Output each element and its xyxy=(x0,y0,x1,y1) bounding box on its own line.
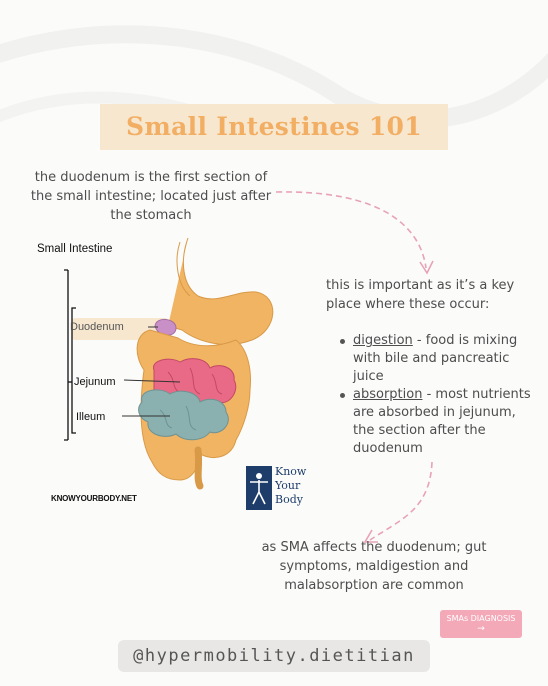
intro-text: the duodenum is the first section of the… xyxy=(30,170,272,223)
outro-text: as SMA affects the duodenum; gut symptom… xyxy=(261,540,487,593)
arrow-right-icon: → xyxy=(477,624,485,634)
ileum-label: Illeum xyxy=(76,411,106,423)
diagram-source: KNOWYOURBODY.NET xyxy=(51,494,137,503)
duodenum-label: Duodenum xyxy=(70,321,124,333)
key-text: this is important as it’s a key place wh… xyxy=(326,278,515,312)
badge-label: SMAs DIAGNOSIS xyxy=(446,614,516,623)
title-highlight xyxy=(100,104,448,150)
jejunum-label: Jejunum xyxy=(74,376,116,388)
logo-line: Your xyxy=(275,479,301,492)
intestine-illustration xyxy=(64,237,274,490)
bullet-description: - most nutrients are absorbed in jejunum… xyxy=(353,387,531,456)
next-post-badge[interactable]: SMAs DIAGNOSIS → xyxy=(440,610,522,638)
process-list: digestion - food is mixing with bile and… xyxy=(340,332,536,458)
intestine-diagram: Small Intestine Duodenum Jejunum Illeum … xyxy=(30,230,330,520)
bullet-term: absorption xyxy=(353,387,423,402)
logo-text: Know Your Body xyxy=(275,465,306,507)
bullet-term: digestion xyxy=(353,333,413,348)
logo-icon xyxy=(246,466,272,510)
logo-line: Body xyxy=(275,493,303,506)
page-title: Small Intestines 101 xyxy=(126,112,422,141)
account-handle: @hypermobility.dietitian xyxy=(118,640,430,672)
logo-line: Know xyxy=(275,465,307,478)
bullet-description: - food is mixing with bile and pancreati… xyxy=(353,333,518,384)
list-item: digestion - food is mixing with bile and… xyxy=(340,332,536,386)
list-item: absorption - most nutrients are absorbed… xyxy=(340,386,536,458)
diagram-title: Small Intestine xyxy=(37,243,113,255)
